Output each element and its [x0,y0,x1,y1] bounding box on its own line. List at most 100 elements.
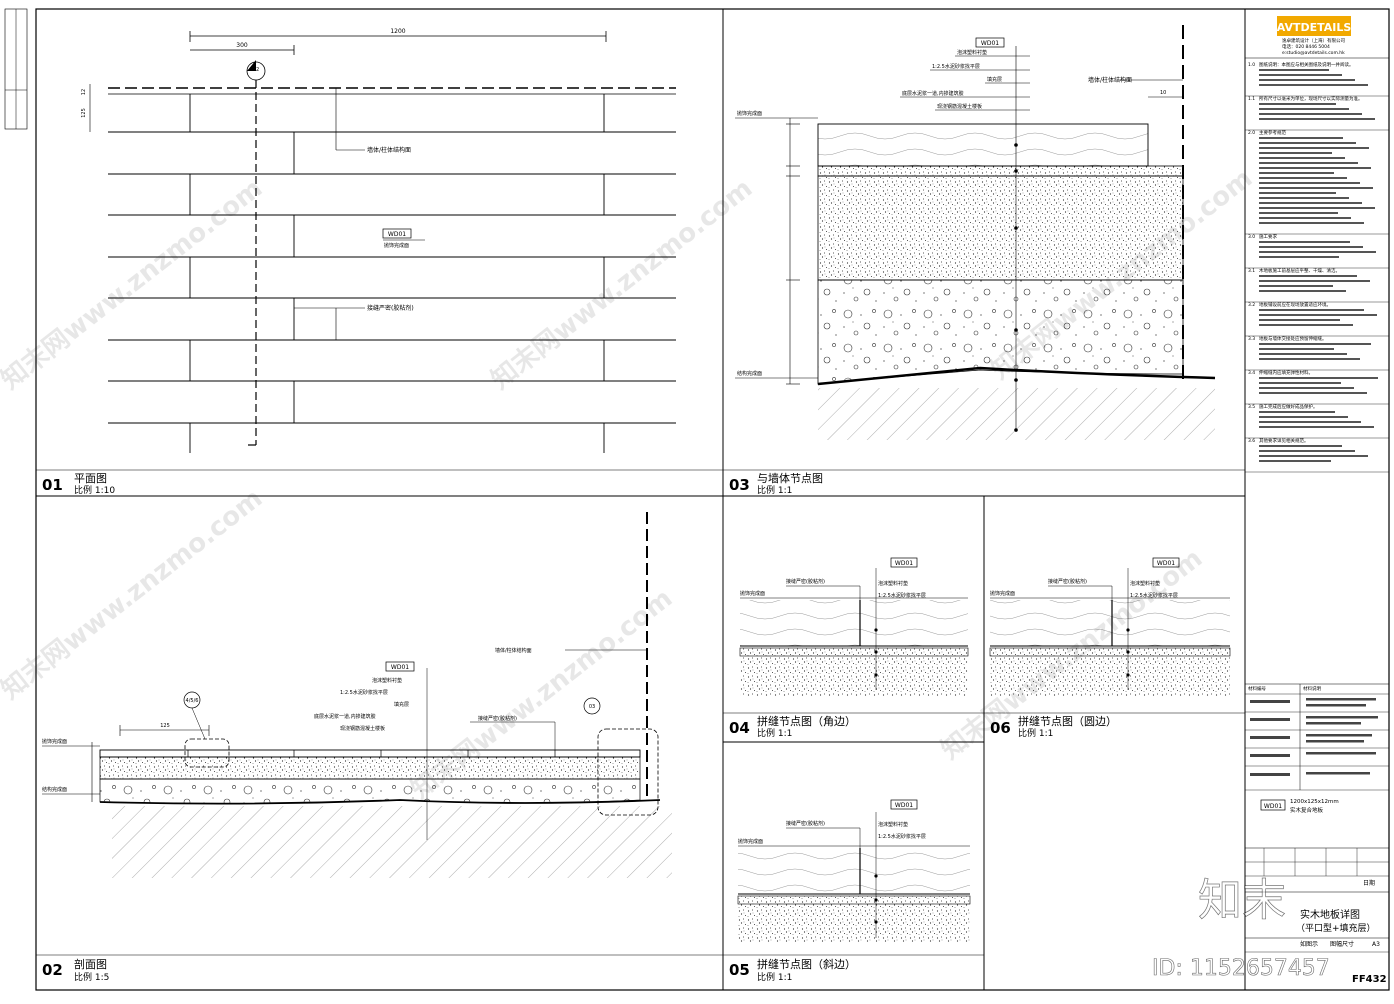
n05-scale: 比例 1:1 [757,971,792,983]
note-small-print [1259,108,1349,110]
slab-hatch-02 [112,806,672,878]
plan-tag-code: WD01 [388,231,406,238]
node03-label-wall: 墙体/柱体结构面 [1088,76,1132,84]
plan-title: 平面图 [74,472,107,485]
note-small-print [1259,343,1371,345]
note-number: 3.3 [1248,336,1255,342]
note-small-print [1259,167,1371,169]
note-number: 3.0 [1248,234,1255,240]
note-small-print [1259,309,1364,311]
note-number: 3.2 [1248,302,1255,308]
note-small-print [1259,411,1335,413]
note-number: 3.4 [1248,370,1255,376]
n05-mortar: 1:2.5水泥砂浆找平层 [878,833,926,840]
wall-node-title: 与墙体节点图 [757,471,823,485]
sec-code: WD01 [391,664,409,671]
note-small-print [1259,241,1350,243]
node03-filler: 填充层 [987,76,1002,83]
filler-02 [99,778,641,804]
note-small-print [1259,103,1336,105]
note-number: 1.1 [1248,96,1255,102]
note-small-print [1259,142,1356,144]
note-small-print [1259,212,1338,214]
note-small-print [1259,246,1363,248]
plan-label-wall: 墙体/柱体结构面 [367,146,411,154]
mat-head-1: 材料编号 [1248,685,1266,692]
section-caption: 02 剖面图 比例 1:5 [36,954,723,983]
legend-size: 1200x125x12mm [1290,799,1339,805]
drawing-sub: （平口型+填充层） [1296,922,1376,934]
wall-node-scale: 比例 1:1 [757,484,792,496]
n05-foam: 泡沫塑料衬垫 [878,821,908,828]
note-small-print [1259,84,1368,86]
brand-email: e:studio@avtdetails.com.hk [1282,50,1345,56]
sec-slurry: 底层水泥浆一道,内掺建筑胶 [314,713,376,720]
note-number: 2.0 [1248,130,1255,136]
plan-tag-box [382,228,412,239]
n04-seam: 接缝严密(胶粘剂) [786,578,825,585]
scale-label: 如图示 [1300,940,1318,948]
note-small-print [1259,217,1351,219]
plan-view: 1200 300 02 12 125 [81,28,676,453]
note-small-print [1259,251,1376,253]
node03-structure: 结构完成面 [737,370,762,377]
wood-board-03 [817,123,1149,167]
sec-label-wall: 墙体/柱体结构面 [495,647,532,654]
slab-top-02 [99,799,661,805]
n04-finished: 抛饰完成面 [740,590,765,597]
sec-filler: 填充层 [394,701,409,708]
dim-plan-h2: 125 [81,108,87,118]
section-number: 02 [42,961,63,979]
note-small-print [1259,460,1331,462]
sec-structure: 结构完成面 [42,786,67,793]
note-small-print [1259,182,1360,184]
plan-tag-desc: 抛饰完成面 [384,242,409,249]
note-text: 主要参考规范 [1259,129,1286,136]
note-small-print [1259,387,1354,389]
sec-code-box [385,661,415,672]
note-small-print [1259,319,1340,321]
wall-node-view: 10 墙体/柱体结构面 抛饰完成面 结构完成面 WD0 [735,25,1216,440]
note-small-print [1259,382,1341,384]
boards-02 [99,749,641,758]
callout-2-marker [583,697,601,715]
section-marker-label: 02 [253,67,259,73]
left-margin-strip [4,8,28,130]
note-small-print [1259,137,1343,139]
n06-foam: 泡沫塑料衬垫 [1130,580,1160,587]
n04-mortar: 1:2.5水泥砂浆找平层 [878,592,926,599]
note-small-print [1259,79,1355,81]
n06-seam: 接缝严密(胶粘剂) [1048,578,1087,585]
note-small-print [1259,157,1345,159]
drawing-name: 实木地板详图 [1300,908,1360,921]
note-small-print [1259,455,1368,457]
note-text: 伸缩缝内应填充弹性材料。 [1259,369,1313,376]
callout-1-label: 4/5/6 [186,698,199,704]
note-small-print [1259,421,1361,423]
note-text: 所有尺寸以毫米为单位，现场尺寸以实际测量为准。 [1259,95,1363,102]
note-small-print [1259,377,1378,379]
foam-pad-03 [817,165,1184,177]
note-small-print [1259,162,1358,164]
note-small-print [1259,353,1347,355]
sec-foam: 泡沫塑料衬垫 [372,677,402,684]
n06-code-box [1152,557,1180,568]
seam-square-view: 抛饰完成面 WD01 泡沫塑料衬垫 1:2.5水泥砂浆找平层 接缝严密(胶粘剂) [739,557,969,696]
mat-head-2: 材料说明 [1303,685,1321,692]
watermark-4: 知末网www.znzmo.com [0,483,268,705]
note-small-print [1259,426,1374,428]
title-block: AVTDETAILS 逸卓建筑设计（上海）有限公司 电话：020 8446 50… [1245,16,1389,985]
note-text: 地板铺设前应在现场放置适应环境。 [1259,301,1331,308]
note-small-print [1259,314,1377,316]
mortar-layer-03 [817,175,1184,281]
dim-wall-gap: 10 [1160,90,1166,96]
plan-scale: 比例 1:10 [74,484,115,496]
note-text: 其他要求详见相关规范。 [1259,437,1309,444]
n05-seam: 接缝严密(胶粘剂) [786,820,825,827]
section-title: 剖面图 [74,957,107,971]
note-small-print [1259,202,1362,204]
seam-round-caption: 06 拼缝节点图（圆边） 比例 1:1 [984,712,1245,739]
note-text: 地板与墙体交接处应预留伸缩缝。 [1259,335,1327,342]
